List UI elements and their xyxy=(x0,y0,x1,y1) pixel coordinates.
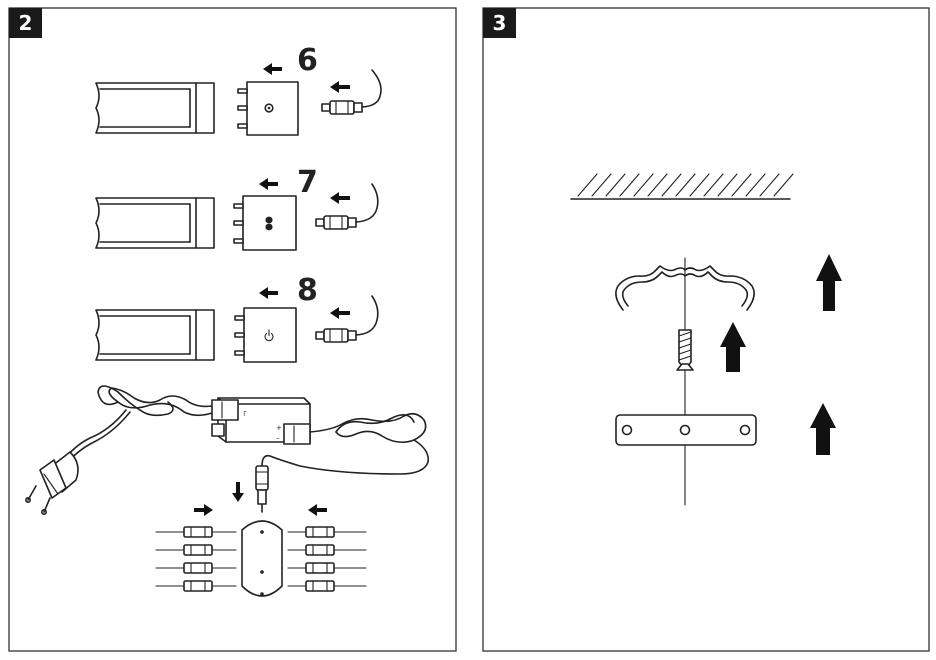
light-profile xyxy=(95,197,215,249)
panel-2: 2 6 xyxy=(8,7,457,652)
step-number-8: 8 xyxy=(297,273,318,308)
ceiling-surface xyxy=(570,173,794,200)
right-connectors xyxy=(287,526,367,592)
arrow-up-icon xyxy=(720,322,746,372)
left-connectors xyxy=(155,526,237,592)
panel-2-label-box xyxy=(9,8,42,38)
dc-plug xyxy=(321,69,382,115)
arrow-left-icon xyxy=(330,81,350,93)
panel-3: 3 xyxy=(482,7,930,652)
end-cap xyxy=(233,195,297,251)
driver-mark-minus: – xyxy=(276,434,280,442)
ring-button-icon xyxy=(264,103,274,113)
step-number-6: 6 xyxy=(297,43,318,78)
driver-box: ┌ + – xyxy=(211,397,311,445)
panel-2-frame xyxy=(8,7,457,652)
arrow-left-icon xyxy=(263,63,282,75)
mounting-bracket xyxy=(615,414,757,446)
dc-plug xyxy=(315,183,379,230)
panel-3-label-box xyxy=(483,8,516,38)
output-dc-plug xyxy=(255,465,269,513)
arrow-left-icon xyxy=(308,504,327,516)
distributor-plate xyxy=(241,520,283,597)
screw xyxy=(676,329,694,371)
dual-button-icon xyxy=(265,216,273,231)
arrow-left-icon xyxy=(330,192,350,204)
arrow-up-icon xyxy=(816,254,842,311)
power-supply-assembly: ┌ + – xyxy=(24,385,430,597)
driver-mark-plus: + xyxy=(276,424,282,432)
arrow-right-icon xyxy=(194,504,213,516)
arrow-left-icon xyxy=(259,287,278,299)
arrow-left-icon xyxy=(259,178,278,190)
panel-3-label: 3 xyxy=(493,11,507,35)
driver-mark-top: ┌ xyxy=(242,408,247,416)
light-profile xyxy=(95,82,215,134)
power-button-icon xyxy=(264,329,274,342)
eu-plug xyxy=(24,451,79,515)
panel-2-label: 2 xyxy=(19,11,33,35)
panel-3-frame xyxy=(482,7,930,652)
mounting-clip xyxy=(615,265,755,311)
step-row-8: 8 xyxy=(95,273,379,363)
light-profile xyxy=(95,309,215,361)
step-number-7: 7 xyxy=(297,165,318,200)
step-row-6: 6 xyxy=(95,43,382,136)
end-cap xyxy=(237,81,299,136)
step-row-7: 7 xyxy=(95,165,379,251)
arrow-up-icon xyxy=(810,403,836,455)
arrow-down-icon xyxy=(232,482,244,502)
end-cap xyxy=(234,307,297,363)
dc-plug xyxy=(315,295,379,343)
arrow-left-icon xyxy=(330,307,350,319)
